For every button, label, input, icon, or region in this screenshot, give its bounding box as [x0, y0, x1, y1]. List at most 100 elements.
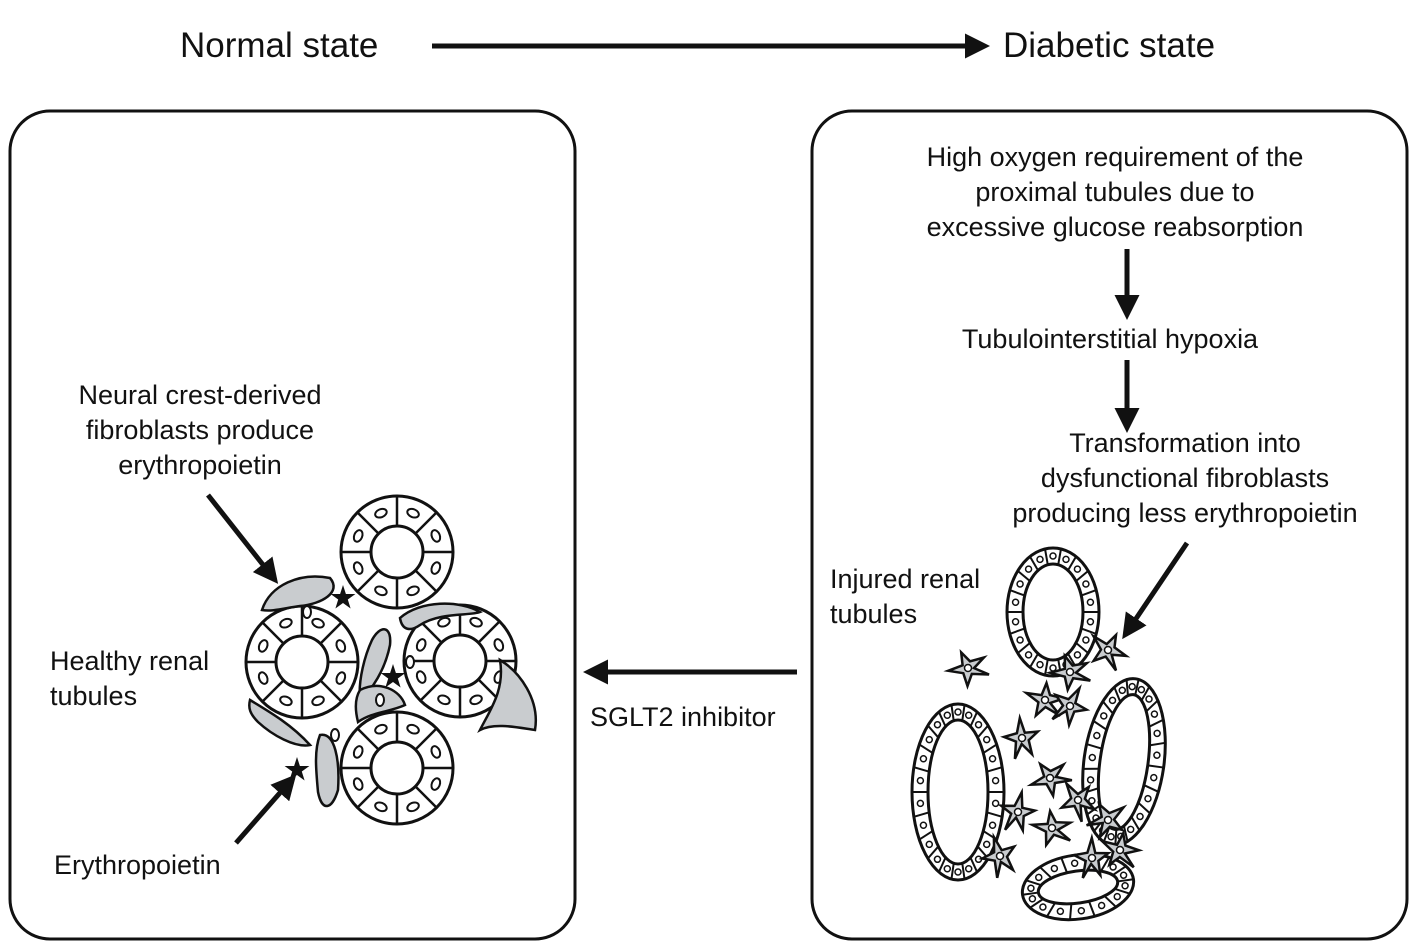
injured-label-line-1: Injured renal [830, 564, 981, 594]
cell-border [918, 743, 934, 754]
cell-border [1103, 895, 1117, 908]
cell-nucleus [954, 868, 962, 876]
cell-nucleus [1082, 636, 1090, 644]
cell-border [261, 621, 285, 645]
cell-nucleus [1126, 825, 1135, 834]
cell-border [1137, 801, 1151, 815]
cell-nucleus [1145, 695, 1153, 703]
cell-border [356, 727, 380, 751]
fibroblast-nucleus [1045, 773, 1055, 783]
fibroblast-nucleus [1103, 645, 1113, 655]
cell-nucleus [469, 694, 483, 706]
cell-nucleus [430, 777, 442, 791]
cell-border [986, 811, 1003, 818]
cell-nucleus [437, 616, 451, 628]
cell-border [1017, 642, 1031, 654]
cell-nucleus [1027, 884, 1035, 892]
cell-border [1147, 764, 1164, 769]
cell-border [1122, 825, 1129, 842]
cell-border [1114, 887, 1131, 895]
cell-border [1017, 570, 1031, 582]
cell-nucleus [352, 529, 364, 543]
tubule-lumen [432, 633, 488, 689]
cell-nucleus [954, 708, 962, 716]
cell-border [1102, 700, 1114, 715]
erythropoietin-label: Erythropoietin [54, 850, 221, 880]
cell-nucleus [1107, 832, 1115, 841]
cell-nucleus [437, 694, 451, 706]
cell-border [986, 766, 1003, 773]
cell-nucleus [988, 821, 997, 829]
cell-border [1134, 679, 1140, 696]
fibroblast-nucleus [1065, 667, 1075, 677]
cell-nucleus [919, 821, 928, 829]
fibroblast-nucleus [302, 605, 312, 619]
tubule-lumen [1021, 562, 1085, 662]
cell-nucleus [1073, 565, 1082, 573]
cell-border [319, 679, 343, 703]
cell-border [1125, 679, 1129, 696]
cell-border [1086, 743, 1103, 750]
cell-border [918, 830, 934, 841]
healthy-tubule-cluster [244, 494, 538, 826]
healthy-fibroblast [477, 657, 538, 733]
fibroblast-nucleus [1013, 807, 1023, 817]
cell-border [356, 569, 380, 593]
cell-border [913, 766, 930, 773]
cell-border [927, 724, 940, 739]
cell-nucleus [415, 638, 427, 652]
cell-nucleus [1128, 682, 1136, 691]
cell-border [1044, 659, 1049, 676]
cell-nucleus [925, 840, 934, 849]
cell-border [961, 863, 966, 880]
cell-border [419, 620, 443, 644]
diabetic-state-panel [810, 109, 1409, 941]
cell-nucleus [1035, 873, 1043, 882]
normal-state-panel [8, 109, 577, 941]
tubule-lumen [369, 524, 425, 580]
cell-border [1092, 720, 1108, 731]
cell-nucleus [933, 720, 942, 729]
dysfunctional-fibroblast-pointer [1122, 541, 1190, 640]
cell-border [1080, 627, 1097, 635]
cell-border [982, 743, 998, 754]
cell-nucleus [916, 799, 925, 808]
cell-nucleus [406, 801, 420, 813]
tubule-lumen [926, 718, 990, 866]
cell-nucleus [943, 711, 952, 719]
cell-nucleus [1011, 617, 1020, 626]
cell-nucleus [916, 776, 925, 785]
cell-border [927, 845, 940, 860]
cell-nucleus [943, 865, 952, 873]
erythropoietin-star [380, 664, 406, 688]
healthy-tubule [339, 710, 455, 826]
cell-nucleus [964, 711, 973, 719]
cell-border [1039, 866, 1053, 879]
transformation-text: Transformation into dysfunctional fibrob… [975, 426, 1395, 531]
cell-nucleus [991, 776, 1000, 785]
erythropoietin-star [330, 585, 356, 609]
cell-nucleus [1097, 901, 1106, 910]
cell-nucleus [430, 529, 442, 543]
cell-nucleus [257, 639, 269, 653]
cell-nucleus [1024, 565, 1033, 573]
cell-nucleus [406, 585, 420, 597]
cell-nucleus [1082, 580, 1090, 588]
cell-border [1057, 548, 1062, 565]
cell-nucleus [1049, 552, 1057, 560]
cell-border [1113, 686, 1122, 703]
cell-nucleus [1121, 882, 1129, 890]
cell-nucleus [1119, 871, 1128, 879]
cell-nucleus [1036, 660, 1044, 669]
cell-nucleus [1016, 636, 1024, 644]
cell-border [950, 863, 955, 880]
cell-border [1088, 900, 1096, 917]
cell-nucleus [1011, 598, 1020, 607]
step3-line-1: Transformation into [1069, 428, 1301, 458]
fibroblast-label-line-1: Neural crest-derived [78, 380, 322, 410]
healthy-label-line-2: tubules [50, 681, 138, 711]
injured-tubule [910, 702, 1006, 882]
injured-tubule-cluster [910, 546, 1167, 922]
cell-nucleus [1086, 598, 1095, 607]
cell-border [1148, 718, 1164, 728]
